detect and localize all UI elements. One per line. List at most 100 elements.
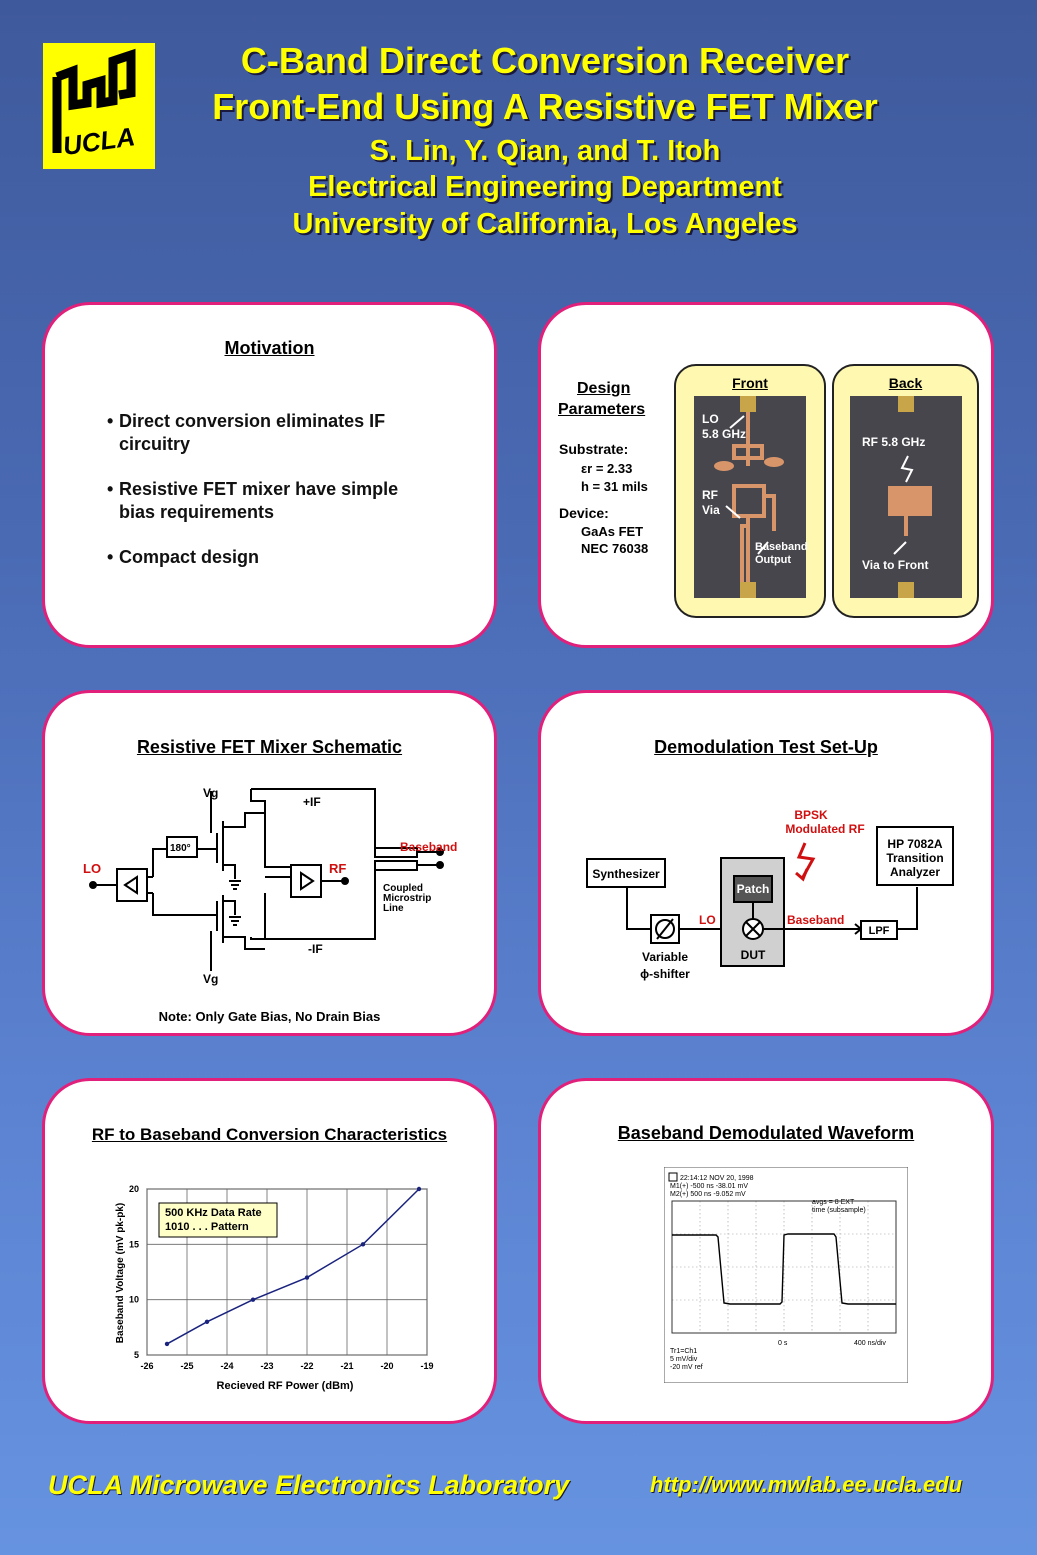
logo-text: UCLA (61, 121, 137, 161)
x-tick-label: -22 (300, 1361, 313, 1371)
y-tick-label: 5 (134, 1350, 139, 1360)
via-label: Via (702, 503, 720, 517)
footer-lab: UCLA Microwave Electronics Laboratory (48, 1470, 570, 1500)
rf-back-label: RF 5.8 GHz (862, 435, 926, 449)
authors: S. Lin, Y. Qian, and T. Itoh (369, 135, 721, 167)
x-tick-label: -24 (220, 1361, 233, 1371)
waveform-title: Baseband Demodulated Waveform (617, 1123, 915, 1143)
scope-center-time: 0 s (778, 1340, 788, 1347)
device-name: GaAs FET (581, 524, 644, 539)
poster-title-line1: C-Band Direct Conversion Receiver (240, 40, 850, 81)
x-tick-label: -26 (140, 1361, 153, 1371)
x-tick-label: -19 (420, 1361, 433, 1371)
scope-footer-1: Tr1=Ch1 (670, 1348, 697, 1355)
rf-via-label: RF (702, 488, 718, 502)
demod-setup-diagram: BPSK Modulated RF HP 7082A Transition An… (586, 808, 954, 981)
plus-if-label: +IF (303, 795, 321, 809)
scope-div: 400 ns/div (854, 1340, 886, 1347)
device-part: NEC 76038 (581, 541, 649, 556)
patch-label: Patch (737, 882, 770, 896)
vg-top-label: Vg (203, 786, 218, 800)
annotation-line-2: 1010 . . . Pattern (165, 1221, 249, 1233)
vg-bottom-label: Vg (203, 972, 218, 986)
lpf-label: LPF (869, 925, 890, 937)
shifter-label-1: Variable (642, 950, 688, 964)
dut-label: DUT (741, 948, 766, 962)
chart-grid (146, 1188, 428, 1356)
y-tick-label: 20 (129, 1184, 139, 1194)
baseband-output-label: Baseband (755, 541, 808, 553)
x-tick-label: -21 (340, 1361, 353, 1371)
poster-title-line2: Front-End Using A Resistive FET Mixer (212, 86, 878, 127)
phase-180-label: 180° (170, 843, 191, 854)
minus-if-label: -IF (308, 942, 323, 956)
schematic-note: Note: Only Gate Bias, No Drain Bias (158, 1009, 381, 1024)
chart-annotation-box (158, 1202, 278, 1238)
conversion-panel: RF to Baseband Conversion Characteristic… (42, 1078, 497, 1424)
waveform-panel: Baseband Demodulated Waveform 22:14:12 N… (538, 1078, 994, 1424)
demod-panel: Demodulation Test Set-Up BPSK Modulated … (538, 690, 994, 1036)
y-tick-label: 10 (129, 1295, 139, 1305)
data-point (250, 1297, 256, 1302)
oscilloscope-capture: 22:14:12 NOV 20, 1998 M1(+) -500 ns -38.… (664, 1167, 908, 1383)
x-axis-label: Recieved RF Power (dBm) (217, 1380, 354, 1392)
analyzer-label-3: Analyzer (890, 865, 940, 879)
substrate-label: Substrate: (559, 441, 629, 457)
waveform-trace (672, 1233, 896, 1305)
x-tick-label: -25 (180, 1361, 193, 1371)
output-label: Output (755, 554, 792, 566)
synthesizer-label: Synthesizer (592, 867, 660, 881)
lo-freq: 5.8 GHz (702, 427, 747, 441)
baseband-path-label: Baseband (787, 913, 844, 927)
bullet-item: Resistive FET mixer have simple bias req… (107, 478, 437, 524)
scope-timebase: time (subsample) (812, 1207, 866, 1214)
data-point (164, 1341, 170, 1347)
demod-title: Demodulation Test Set-Up (654, 737, 878, 757)
ucla-logo: UCLA (43, 43, 155, 169)
back-photo-frame: Back RF 5.8 GHz Via to Front (832, 364, 979, 618)
motivation-list: Direct conversion eliminates IF circuitr… (107, 410, 437, 591)
front-board-image (694, 396, 806, 598)
design-panel: Design Parameters Substrate: εr = 2.33 h… (538, 302, 994, 648)
scope-footer-2: 5 mV/div (670, 1356, 698, 1363)
device-label: Device: (559, 505, 609, 521)
coupled-label-3: Line (383, 903, 404, 914)
y-tick-label: 15 (129, 1239, 139, 1249)
mixer-schematic: Vg Vg +IF -IF 180° LO RF Baseband Couple… (83, 786, 457, 986)
series-line (166, 1188, 420, 1345)
x-tick-label: -23 (260, 1361, 273, 1371)
department: Electrical Engineering Department (308, 171, 782, 203)
annotation-line-1: 500 KHz Data Rate (165, 1207, 262, 1219)
chart-points (164, 1186, 422, 1347)
chart-ticks: -26 -25 -24 -23 -22 -21 -20 -19 5 10 15 20 (129, 1184, 434, 1371)
motivation-title: Motivation (224, 338, 315, 358)
lo-path-label: LO (699, 913, 716, 927)
lo-port-label: LO (83, 861, 101, 876)
data-point (360, 1242, 366, 1247)
footer-url[interactable]: http://www.mwlab.ee.ucla.edu (650, 1472, 963, 1497)
back-board-image (850, 396, 962, 598)
shifter-label-2: ϕ-shifter (640, 967, 690, 981)
scope-header-1: 22:14:12 NOV 20, 1998 (680, 1175, 754, 1182)
data-point (416, 1186, 422, 1192)
front-photo-frame: Front LO 5.8 GHz RF Via Baseband Output (674, 364, 826, 618)
motivation-panel: Motivation Direct conversion eliminates … (42, 302, 497, 648)
coupled-label-1: Coupled (383, 883, 423, 894)
ucla-logo-graphic: UCLA (52, 48, 137, 161)
bullet-item: Direct conversion eliminates IF circuitr… (107, 410, 437, 456)
back-label: Back (888, 375, 923, 391)
x-tick-label: -20 (380, 1361, 393, 1371)
front-annotation-arrows (725, 415, 769, 555)
bpsk-label-1: BPSK (794, 808, 828, 822)
conversion-title: RF to Baseband Conversion Characteristic… (91, 1125, 448, 1144)
bpsk-label-2: Modulated RF (785, 822, 864, 836)
h-value: h = 31 mils (581, 479, 648, 494)
scope-header-2: M1(+) -500 ns -38.01 mV (670, 1183, 748, 1190)
schematic-title: Resistive FET Mixer Schematic (136, 737, 403, 757)
baseband-port-label: Baseband (400, 840, 457, 854)
rf-port-label: RF (329, 861, 346, 876)
schematic-panel: Resistive FET Mixer Schematic (42, 690, 497, 1036)
design-title-1: Design (577, 380, 631, 397)
er-value: εr = 2.33 (581, 461, 633, 476)
bullet-item: Compact design (107, 546, 437, 569)
